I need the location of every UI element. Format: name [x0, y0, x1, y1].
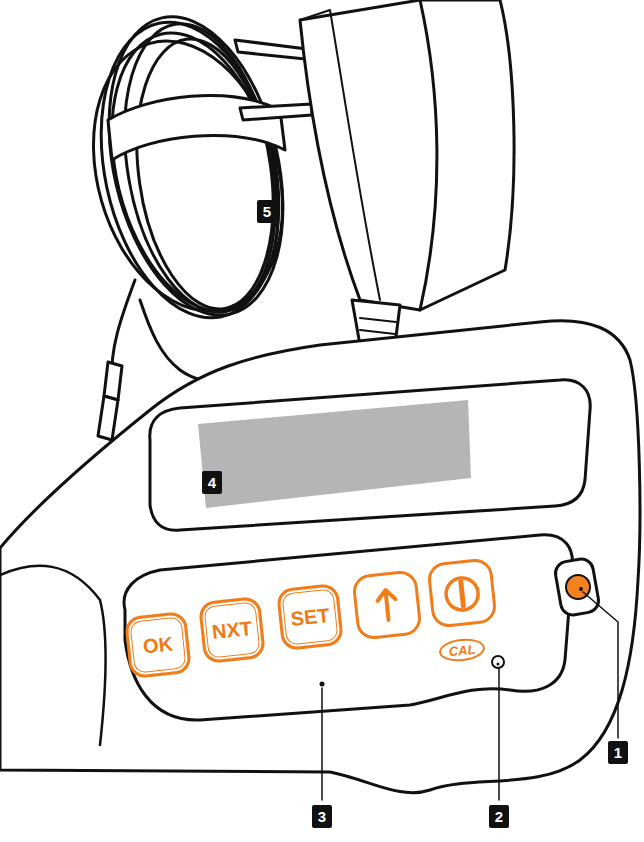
meter-body [0, 321, 640, 793]
button-text: SET [290, 605, 331, 629]
power-button [428, 559, 496, 627]
arrow-button [353, 571, 421, 639]
callout-number: 3 [312, 805, 332, 828]
display-screen [198, 400, 471, 508]
ok-button: OK [124, 611, 192, 679]
keypad-dot [320, 682, 325, 687]
set-button: SET [276, 583, 344, 651]
callout-number: 4 [202, 471, 222, 494]
button-text: NXT [211, 618, 253, 642]
button-text: CAL [448, 642, 476, 658]
button-text: OK [142, 633, 174, 656]
side-button [554, 557, 601, 617]
power-adapter [235, 0, 514, 345]
callout-number: 2 [489, 805, 509, 828]
reset-hole [492, 656, 504, 668]
callout-number: 5 [257, 200, 277, 223]
cal-label: CAL [438, 637, 486, 664]
leader-lines [322, 592, 618, 800]
next-button: NXT [198, 596, 266, 664]
callout-number: 1 [608, 741, 628, 764]
